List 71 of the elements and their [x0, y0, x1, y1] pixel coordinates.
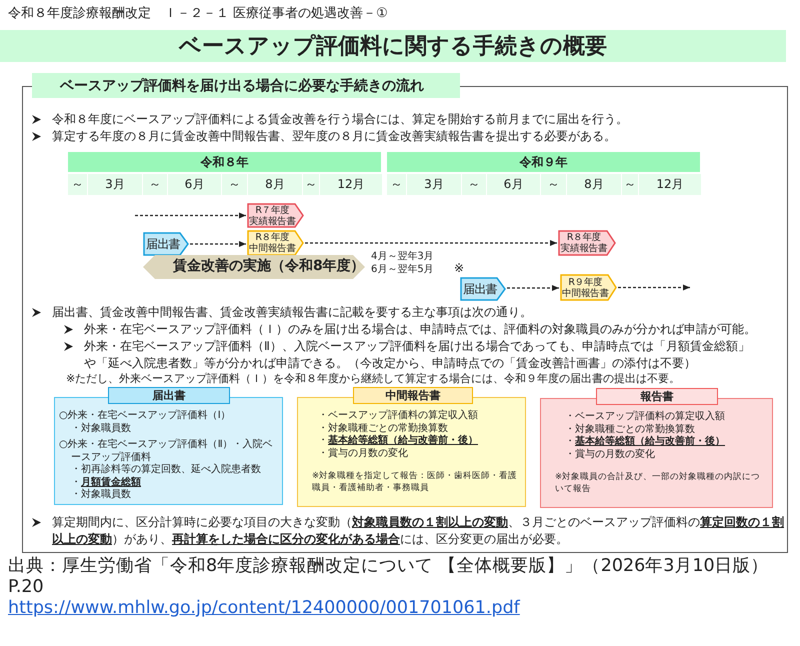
table-cell: ～ — [68, 174, 87, 195]
bullet-text: 算定期間内に、区分計算時に必要な項目の大きな変動（対象職員数の１割以上の変動、３月ごとのベースアップ評価料の算定回数の１割以上の変動）があり、再計算をした場合に区分の変化がある場合には、区分変更の届出が必要。 — [52, 514, 784, 548]
tag-label: 中間報告書 — [248, 243, 296, 254]
table-header-cell: 令和９年 — [387, 152, 700, 172]
box-item: ・対象職員数 — [71, 422, 132, 435]
source-link: https://www.mhlw.go.jp/content/12400000/001701061.pdf — [8, 598, 520, 620]
table-cell: ～ — [222, 174, 247, 195]
box-heading: 報告書 — [596, 388, 718, 405]
document-tag — [558, 230, 616, 256]
arrow — [507, 285, 559, 291]
box-item: ・賞与の月数の変化 — [318, 448, 409, 460]
period-label: 6月～翌年5月 — [371, 264, 434, 276]
box-item: ○外来・在宅ベースアップ評価料（Ⅰ） — [59, 410, 232, 422]
document-tag — [247, 203, 304, 228]
source-text: 出典：厚生労働省「令和8年度診療報酬改定について 【全体概要版】」（2026年3月10日版）P.20 — [8, 556, 770, 598]
bullet-text: 届出書、賃金改善中間報告書、賃金改善実績報告書に記載を要する主な事項は次の通り。 — [52, 304, 533, 320]
box-item: ・初再診料等の算定回数、延べ入院患者数 — [71, 464, 262, 476]
band-label: 賃金改善の実施（令和8年度） — [173, 257, 365, 275]
table-header-cell: 令和８年 — [68, 152, 381, 172]
tag-label: 届出書 — [462, 284, 498, 294]
table-cell: ～ — [387, 174, 406, 195]
tag-label: 届出書 — [146, 238, 180, 250]
tag-label: 実績報告書 — [560, 243, 608, 254]
bullet-text: 外来・在宅ベースアップ評価料（Ⅱ）、入院ベースアップ評価料を届け出る場合であっても、申請時点では「月額賃金総額」や「延べ入院患者数」等が分かれば申請できる。（今改定から、申請時点での「賃金改善計画書」の添付は不要） — [84, 338, 751, 372]
table-cell: 3月 — [407, 174, 461, 195]
table-cell: 8月 — [248, 174, 302, 195]
box-item: ・基本給等総額（給与改善前・後） — [318, 435, 479, 448]
box-item: ・賞与の月数の変化 — [565, 448, 656, 461]
arrow — [135, 212, 246, 218]
box-item: ・月額賃金総額 — [71, 476, 142, 488]
note-text: ※ただし、外来ベースアップ評価料（Ｉ）を令和８年度から継続して算定する場合には、令和９年度の届出書の提出は不要。 — [66, 371, 682, 386]
period-label: 4月～翌年3月 — [371, 251, 434, 263]
tag-label: 実績報告書 — [248, 216, 296, 226]
table-cell: 6月 — [487, 174, 540, 195]
arrow — [190, 241, 246, 247]
note-mark: ※ — [454, 263, 464, 274]
table-cell: ～ — [143, 174, 167, 195]
table-cell: 8月 — [567, 174, 621, 195]
table-cell: 12月 — [320, 174, 382, 195]
section-heading: ベースアップ評価料を届け出る場合に必要な手続きの流れ — [32, 73, 460, 98]
title-banner: ベースアップ評価料に関する手続きの概要 — [0, 30, 786, 62]
tag-label: R９年度 — [568, 276, 603, 288]
table-cell: 3月 — [88, 174, 142, 195]
box-heading: 中間報告書 — [353, 387, 473, 404]
arrow — [305, 240, 557, 246]
box-item: ・ベースアップ評価料の算定収入額 — [318, 410, 479, 422]
box-item: ○外来・在宅ベースアップ評価料（Ⅱ）・入院ベースアップ評価料 — [59, 439, 274, 464]
table-cell: ～ — [462, 174, 486, 195]
box-item: ・ベースアップ評価料の算定収入額 — [565, 411, 726, 424]
bullet-text: 算定する年度の８月に賃金改善中間報告書、翌年度の８月に賃金改善実績報告書を提出する必要がある。 — [52, 128, 617, 144]
box-item: ・対象職種ごとの常勤換算数 — [318, 422, 449, 434]
box-item: ・対象職種ごとの常勤換算数 — [565, 424, 696, 435]
box-note: ※対象職員の合計及び、一部の対象職種の内訳について報告 — [555, 471, 762, 495]
table-cell: 6月 — [168, 174, 221, 195]
tag-label: R８年度 — [566, 232, 602, 243]
table-cell: 12月 — [639, 174, 701, 195]
header-text: 令和８年度診療報酬改定 Ｉ－２－１ 医療従事者の処遇改善－① — [8, 5, 389, 22]
tag-label: R８年度 — [255, 232, 290, 243]
document-tag — [560, 274, 617, 301]
tag-label: R７年度 — [255, 204, 290, 216]
bullet-text: 令和８年度にベースアップ評価料による賃金改善を行う場合には、算定を開始する前月までに届出を行う。 — [52, 111, 629, 127]
table-cell: ～ — [303, 174, 319, 195]
box-heading: 届出書 — [108, 387, 230, 404]
bullet-text: 外来・在宅ベースアップ評価料（Ｉ）のみを届け出る場合は、申請時点では、評価料の対象職員のみが分かれば申請が可能。 — [84, 321, 757, 337]
arrow — [618, 284, 690, 290]
box-item: ・対象職員数 — [71, 489, 132, 502]
tag-label: 中間報告書 — [562, 288, 609, 298]
table-cell: ～ — [541, 174, 566, 195]
table-cell: ～ — [622, 174, 638, 195]
box-item: ・基本給等総額（給与改善前・後） — [565, 436, 726, 448]
box-note: ※対象職種を指定して報告：医師・歯科医師・看護職員・看護補助者・事務職員 — [312, 470, 518, 494]
